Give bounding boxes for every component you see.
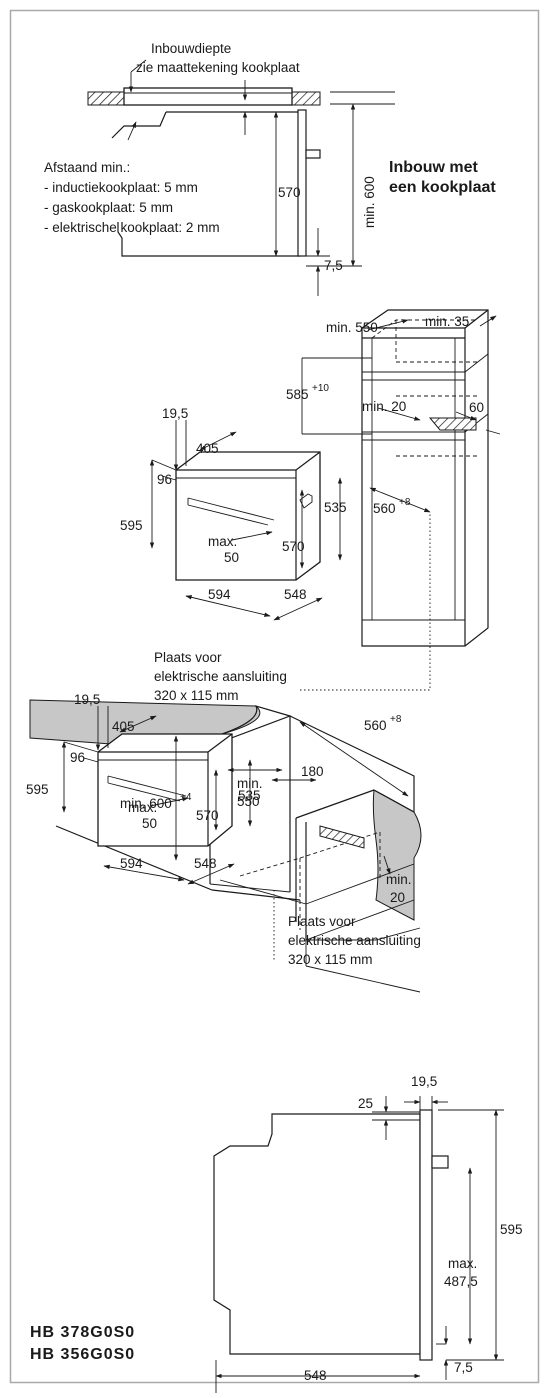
oven-box (175, 451, 321, 581)
dim-560-b-tolerance: +8 (390, 714, 402, 725)
tall-cabinet-section: min. 550 min. 35 585 +10 min. 20 60 560 … (120, 309, 501, 703)
oven-knob (305, 149, 321, 159)
tall-cabinet (361, 309, 489, 647)
dim-96: 96 (157, 472, 172, 487)
dim-550-b: 550 (237, 794, 260, 809)
min-distance-induction: - inductiekookplaat: 5 mm (44, 180, 198, 195)
dim-535-b: 535 (238, 788, 261, 803)
dim-594-b: 594 (120, 856, 143, 871)
connection-b-line3: 320 x 115 mm (288, 952, 373, 967)
dim-max-50-b: 50 (142, 816, 157, 831)
model-number-2: HB 356G0S0 (30, 1346, 135, 1363)
min-distance-title: Afstaand min.: (44, 160, 130, 175)
dim-560-b: 560 (364, 718, 387, 733)
dim-548-c: 548 (304, 1368, 327, 1383)
dim-405: 405 (196, 441, 219, 456)
dim-min-label: min. (237, 776, 263, 791)
hob-installation-section: Inbouwdiepte zie maattekening kookplaat … (44, 41, 496, 296)
connection-label-line2: elektrische aansluiting (154, 669, 287, 684)
dim-19-5-b: 19,5 (74, 692, 100, 707)
dim-25: 25 (358, 1096, 373, 1111)
section-title-line2: een kookplaat (389, 179, 496, 196)
dim-560-tolerance: +8 (399, 497, 411, 508)
dim-min-b-label: min. (386, 872, 412, 887)
dim-60: 60 (469, 400, 484, 415)
connection-label-line1: Plaats voor (154, 650, 222, 665)
connection-label-line3: 320 x 115 mm (154, 688, 239, 703)
connection-area (319, 825, 365, 849)
dim-96-b: 96 (70, 750, 85, 765)
dim-487-5: 487,5 (444, 1274, 478, 1289)
dim-19-5-c: 19,5 (411, 1074, 437, 1089)
dim-20-b: 20 (390, 890, 405, 905)
dim-max: max. (208, 534, 237, 549)
dim-535: 535 (324, 500, 347, 515)
dim-560: 560 (373, 501, 396, 516)
dim-585-tolerance: +10 (312, 383, 329, 394)
build-depth-label: Inbouwdiepte (151, 41, 231, 56)
dim-7-5-c: 7,5 (454, 1360, 473, 1375)
dim-595-c: 595 (500, 1222, 523, 1237)
dim-7-5: 7,5 (324, 258, 343, 273)
dim-min-600-b: min. 600 (120, 796, 172, 811)
dim-max-c: max. (448, 1256, 477, 1271)
oven-front-panel (419, 1109, 433, 1361)
hob (123, 87, 293, 106)
dim-max-b: max. (128, 800, 157, 815)
oven-door-side (297, 109, 307, 257)
dim-595: 595 (120, 518, 143, 533)
dim-594: 594 (208, 587, 231, 602)
dim-max-50: 50 (224, 550, 239, 565)
min-distance-gas: - gaskookplaat: 5 mm (44, 200, 173, 215)
oven-box-2 (97, 733, 233, 847)
side-profile-section: 19,5 25 595 max. 487,5 7,5 548 (213, 1074, 523, 1398)
dim-180: 180 (301, 764, 324, 779)
countertop-right (372, 789, 422, 921)
dim-405-b: 405 (112, 719, 135, 734)
dim-570: 570 (278, 185, 301, 200)
dim-min-600: min. 600 (362, 176, 377, 228)
oven-side-outline (213, 1113, 421, 1355)
connection-b-line1: Plaats voor (288, 914, 356, 929)
dim-19-5: 19,5 (162, 406, 188, 421)
dim-min-600-b-tolerance: +4 (180, 792, 192, 803)
dim-min-35: min. 35 (425, 314, 469, 329)
page-frame (9, 9, 540, 1384)
undercounter-section: 560 +8 min. 600 +4 min. 550 180 min. 20 … (26, 692, 422, 993)
dim-595-b: 595 (26, 782, 49, 797)
connection-b-line2: elektrische aansluiting (288, 933, 421, 948)
dim-570-b: 570 (196, 808, 219, 823)
dim-548-b: 548 (194, 856, 217, 871)
dim-548: 548 (284, 587, 307, 602)
build-depth-note: zie maattekening kookplaat (136, 60, 300, 75)
dim-min-20: min. 20 (362, 399, 406, 414)
model-number-1: HB 378G0S0 (30, 1324, 135, 1341)
oven-side-knob (431, 1155, 449, 1169)
dim-min-550: min. 550 (326, 320, 378, 335)
section-title-line1: Inbouw met (389, 159, 479, 176)
dim-585: 585 (286, 387, 309, 402)
ventilation-area (428, 417, 477, 431)
dim-570: 570 (282, 539, 305, 554)
min-distance-electric: - elektrische kookplaat: 2 mm (44, 220, 220, 235)
